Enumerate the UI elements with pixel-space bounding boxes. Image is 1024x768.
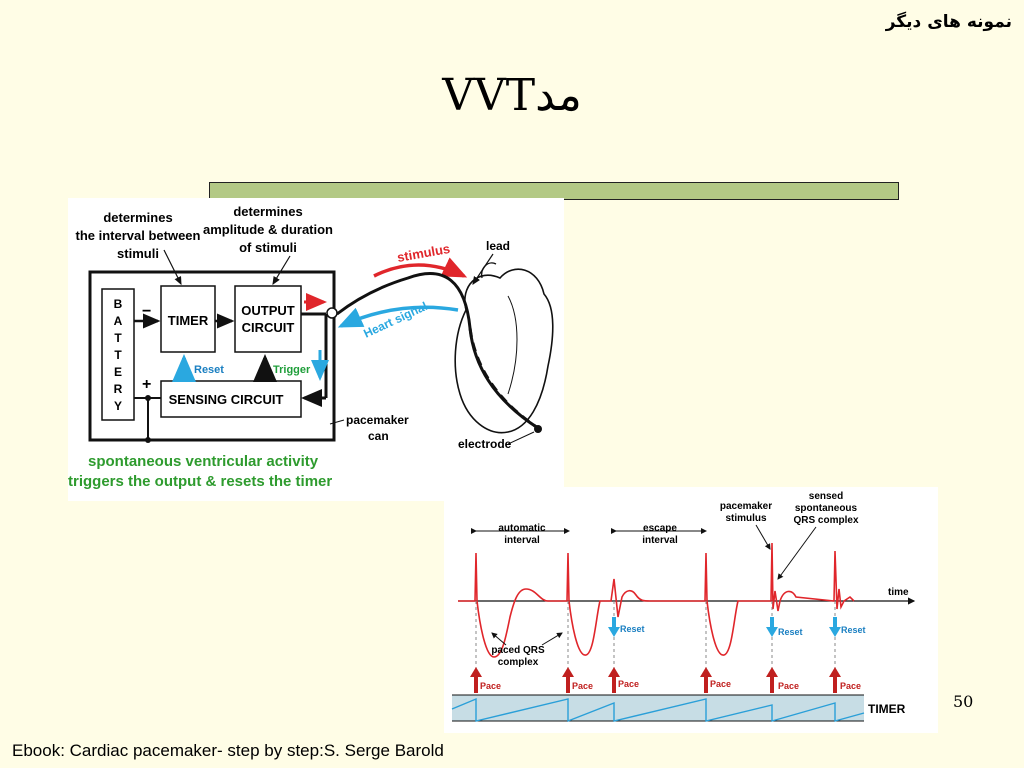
junction-dot-bottom	[145, 437, 151, 443]
timer-box	[160, 285, 216, 353]
output-circuit-label-2: CIRCUIT	[242, 320, 295, 335]
battery-letter: T	[114, 331, 122, 345]
sensed-qrs-label-3: QRS complex	[793, 515, 858, 526]
lead-inside-heart	[468, 327, 539, 430]
paced-qrs-pointer-right	[541, 632, 563, 646]
page-number: 50	[953, 692, 974, 711]
section-title: نمونه های دیگر	[885, 12, 1012, 32]
amplitude-pointer	[272, 255, 291, 286]
heart-signal-arrow	[337, 305, 459, 328]
electrode-tip	[534, 425, 542, 433]
battery-plus: +	[142, 376, 151, 393]
electrode-pointer	[507, 431, 535, 445]
amplitude-label-2: amplitude & duration	[203, 222, 333, 237]
source-citation: Ebook: Cardiac pacemaker- step by step:S…	[12, 741, 444, 760]
amplitude-label-1: determines	[233, 204, 302, 219]
pace-label-4: Pace	[710, 679, 731, 689]
interval-label-1: determines	[103, 210, 172, 225]
caption-line-1: spontaneous ventricular activity	[88, 453, 319, 470]
sensed-qrs-pointer	[777, 526, 817, 580]
output-circuit-box	[234, 285, 302, 353]
output-circuit-label-1: OUTPUT	[241, 303, 295, 318]
electrode-label: electrode	[458, 437, 512, 451]
sensed-qrs-label-1: sensed	[809, 491, 843, 502]
battery-letter: A	[114, 314, 123, 328]
paced-qrs-pointer-left	[491, 632, 507, 646]
amplitude-label-3: of stimuli	[239, 240, 297, 255]
automatic-interval-label-1: automatic	[498, 523, 546, 534]
pacemaker-stimulus-pointer	[755, 524, 771, 550]
time-label: time	[888, 587, 909, 598]
pacemaker-stimulus-label-2: stimulus	[725, 513, 767, 524]
timer-band-label: TIMER	[868, 702, 906, 716]
interval-pointer	[163, 249, 182, 286]
trigger-label: Trigger	[273, 364, 311, 376]
battery-box	[101, 288, 135, 421]
sensed-qrs-label-2: spontaneous	[795, 503, 858, 514]
pace-label-5: Pace	[778, 681, 799, 691]
timer-label: TIMER	[168, 313, 209, 328]
battery-letter: Y	[114, 399, 122, 413]
heart-signal-label: Heart signal	[361, 299, 429, 341]
heart-septum	[507, 295, 518, 395]
reset-label-2: Reset	[778, 627, 803, 637]
block-diagram-figure: determines the interval between stimuli …	[68, 198, 564, 501]
battery-letter: R	[114, 382, 123, 396]
battery-minus: −	[142, 303, 151, 320]
slide-title: VVTمد	[0, 70, 1024, 121]
automatic-interval-label-2: interval	[504, 535, 540, 546]
timing-diagram-svg: automatic interval escape interval pacem…	[451, 491, 916, 723]
battery-letter: E	[114, 365, 122, 379]
pacemaker-stimulus-label-1: pacemaker	[720, 501, 772, 512]
escape-interval-label-2: interval	[642, 535, 678, 546]
battery-letter: B	[114, 297, 123, 311]
battery-letter: T	[114, 348, 122, 362]
caption-line-2: triggers the output & resets the timer	[68, 473, 332, 490]
interval-label-3: stimuli	[117, 246, 159, 261]
timer-sawtooth	[451, 697, 865, 723]
pace-label-1: Pace	[480, 681, 501, 691]
slide-title-persian: مد	[535, 70, 582, 121]
heart-outline	[454, 268, 554, 434]
timer-band	[452, 695, 864, 721]
stimulus-label: stimulus	[396, 241, 451, 265]
reset-label-3: Reset	[841, 625, 866, 635]
escape-interval-label-1: escape	[643, 523, 677, 534]
slide-title-latin: VVT	[442, 70, 536, 121]
pacemaker-can-label-1: pacemaker	[346, 413, 409, 427]
interval-label-2: the interval between	[76, 228, 201, 243]
pace-label-2: Pace	[572, 681, 593, 691]
reset-label: Reset	[194, 364, 224, 376]
pace-arrows	[470, 667, 841, 693]
lead-connector	[326, 307, 338, 319]
sensing-circuit-label: SENSING CIRCUIT	[169, 392, 284, 407]
pacemaker-can-outline	[88, 270, 336, 442]
paced-qrs-label-2: complex	[498, 657, 539, 668]
lead-pointer	[472, 253, 494, 285]
timing-diagram-figure: automatic interval escape interval pacem…	[444, 487, 938, 733]
stimulus-arrow	[373, 257, 468, 278]
block-diagram-svg: determines the interval between stimuli …	[68, 204, 554, 490]
ecg-trace	[458, 542, 855, 658]
pacemaker-can-label-2: can	[368, 429, 389, 443]
reset-label-1: Reset	[620, 624, 645, 634]
pace-label-6: Pace	[840, 681, 861, 691]
lead-label: lead	[486, 239, 510, 253]
paced-qrs-label-1: paced QRS	[491, 645, 545, 656]
pace-label-3: Pace	[618, 679, 639, 689]
can-pointer	[329, 419, 345, 425]
reset-arrows	[608, 617, 841, 637]
